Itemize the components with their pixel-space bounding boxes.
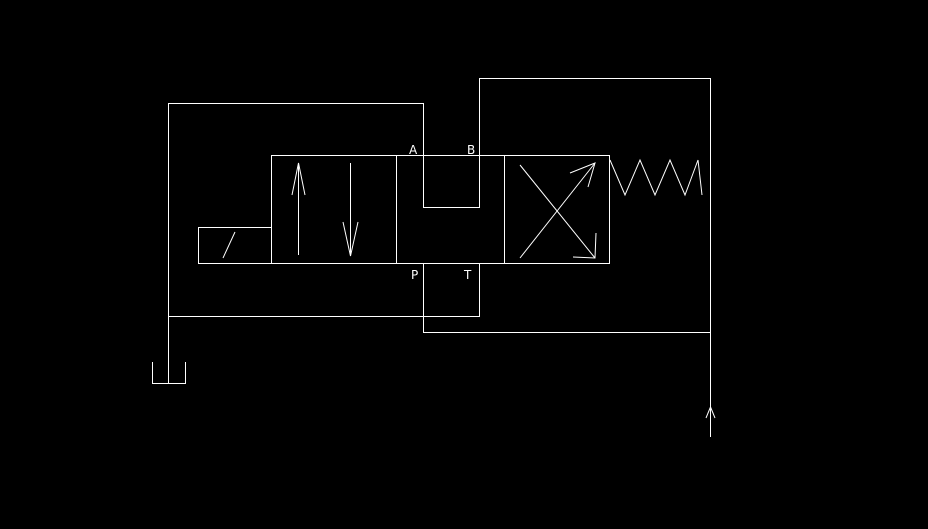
pressure-source-arrow-icon: [705, 405, 716, 419]
tank-icon: [152, 362, 186, 384]
line-p-supply: [423, 263, 711, 333]
valve-body: [271, 155, 610, 264]
line-a-to-tank: [168, 103, 480, 317]
directional-valve: [271, 155, 610, 264]
hydraulic-lines: [168, 78, 711, 437]
center-position-flow-path: [423, 155, 480, 208]
port-label-p: P: [411, 268, 418, 282]
crossed-flow-arrows-icon: [519, 162, 597, 259]
line-b-loop: [479, 78, 711, 437]
spring-actuator-icon: [609, 158, 703, 197]
solenoid-actuator-icon: [198, 227, 272, 264]
port-label-t: T: [463, 268, 472, 282]
parallel-flow-arrows-icon: [291, 162, 359, 257]
port-label-b: B: [467, 143, 475, 157]
port-label-a: A: [409, 143, 418, 157]
